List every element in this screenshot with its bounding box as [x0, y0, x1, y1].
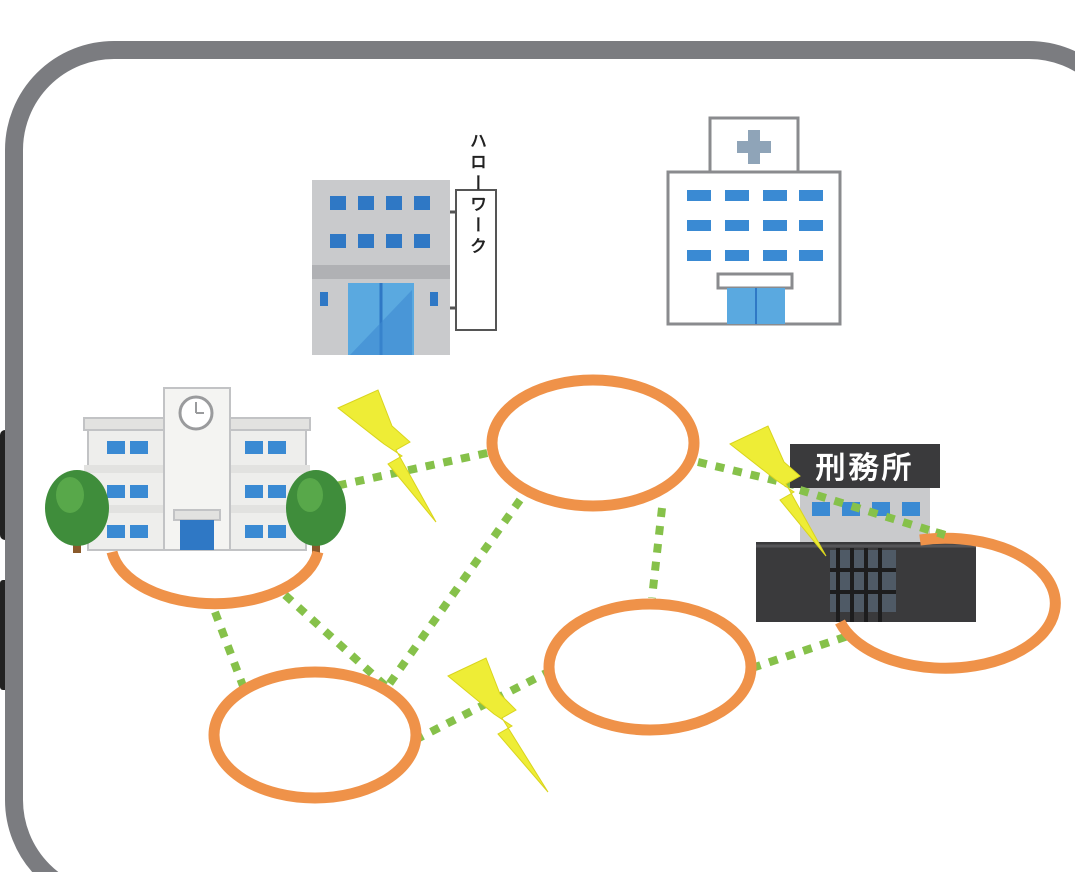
hospital-cross-horizontal: [737, 141, 771, 153]
hello-work-window: [430, 292, 438, 306]
ring-bottom-center: [543, 598, 757, 736]
school-window: [130, 485, 148, 498]
prison-window: [902, 502, 920, 516]
hospital-canopy: [716, 272, 794, 290]
hello-work-band: [312, 265, 450, 279]
lightning-bolt-icon: [337, 389, 437, 523]
school-window: [107, 485, 125, 498]
school-window: [268, 525, 286, 538]
tree-left: [45, 470, 109, 553]
hospital-window: [799, 220, 823, 231]
prison-sign-label: 刑務所: [816, 451, 915, 486]
hello-work-window: [358, 196, 374, 210]
network-rings: [208, 374, 757, 804]
school-window: [245, 525, 263, 538]
prison-gate-window: [830, 550, 896, 612]
hello-work-window: [414, 234, 430, 248]
school-entrance-canopy: [173, 509, 221, 521]
link-prison-overlay: [798, 486, 947, 539]
prison-bars: [830, 548, 896, 622]
hospital-window: [763, 220, 787, 231]
school-window: [130, 525, 148, 538]
school-window: [268, 485, 286, 498]
school-window: [107, 525, 125, 538]
hospital-window: [687, 190, 711, 201]
tree-right: [286, 470, 346, 553]
hello-work-window: [330, 196, 346, 210]
hospital-window: [725, 220, 749, 231]
school-window: [107, 441, 125, 454]
prison-building: 刑務所: [756, 444, 976, 622]
hello-work-window: [320, 292, 328, 306]
hospital-windows: [687, 190, 823, 261]
hospital-window: [799, 250, 823, 261]
link-ring1-ring3: [648, 507, 666, 599]
school-building: [45, 387, 346, 553]
prison-ring: [835, 532, 1061, 674]
school-entrance: [180, 520, 214, 550]
lightning-bolt-icon: [447, 657, 549, 793]
hospital-window: [687, 250, 711, 261]
link-ring1-ring4: [381, 497, 524, 693]
lightning-bolt-icon: [729, 425, 827, 557]
hello-work-window: [386, 234, 402, 248]
prison-sign-board: [790, 444, 940, 488]
link-school-ring4: [211, 610, 247, 688]
hospital-window: [725, 190, 749, 201]
school-windows: [107, 441, 286, 538]
hello-work-window: [330, 234, 346, 248]
hello-work-window: [414, 196, 430, 210]
hospital-building: [666, 116, 842, 326]
link-ring4-ring3: [413, 668, 550, 744]
tree-highlight: [297, 478, 323, 512]
hello-work-sign-label: ハローワーク: [466, 132, 487, 258]
hospital-window: [725, 250, 749, 261]
link-school-ring4b: [282, 592, 393, 693]
hello-work-glass-reflection: [350, 290, 412, 355]
lightning-bolts: [337, 389, 827, 793]
school-window: [245, 441, 263, 454]
school-window: [268, 441, 286, 454]
hospital-window: [799, 190, 823, 201]
ring-top-center: [486, 374, 700, 512]
hello-work-window: [358, 234, 374, 248]
hello-work-window: [386, 196, 402, 210]
ring-bottom-left: [208, 666, 422, 804]
tree-highlight: [56, 477, 84, 513]
hospital-window: [763, 190, 787, 201]
prison-window: [812, 502, 830, 516]
hospital-window: [763, 250, 787, 261]
school-window: [245, 485, 263, 498]
school-ring: [106, 550, 324, 610]
school-window: [130, 441, 148, 454]
hello-work-sign: [455, 189, 497, 331]
hello-work-building: ハローワーク: [312, 132, 497, 355]
hospital-window: [687, 220, 711, 231]
link-ring1-prison: [697, 458, 816, 494]
